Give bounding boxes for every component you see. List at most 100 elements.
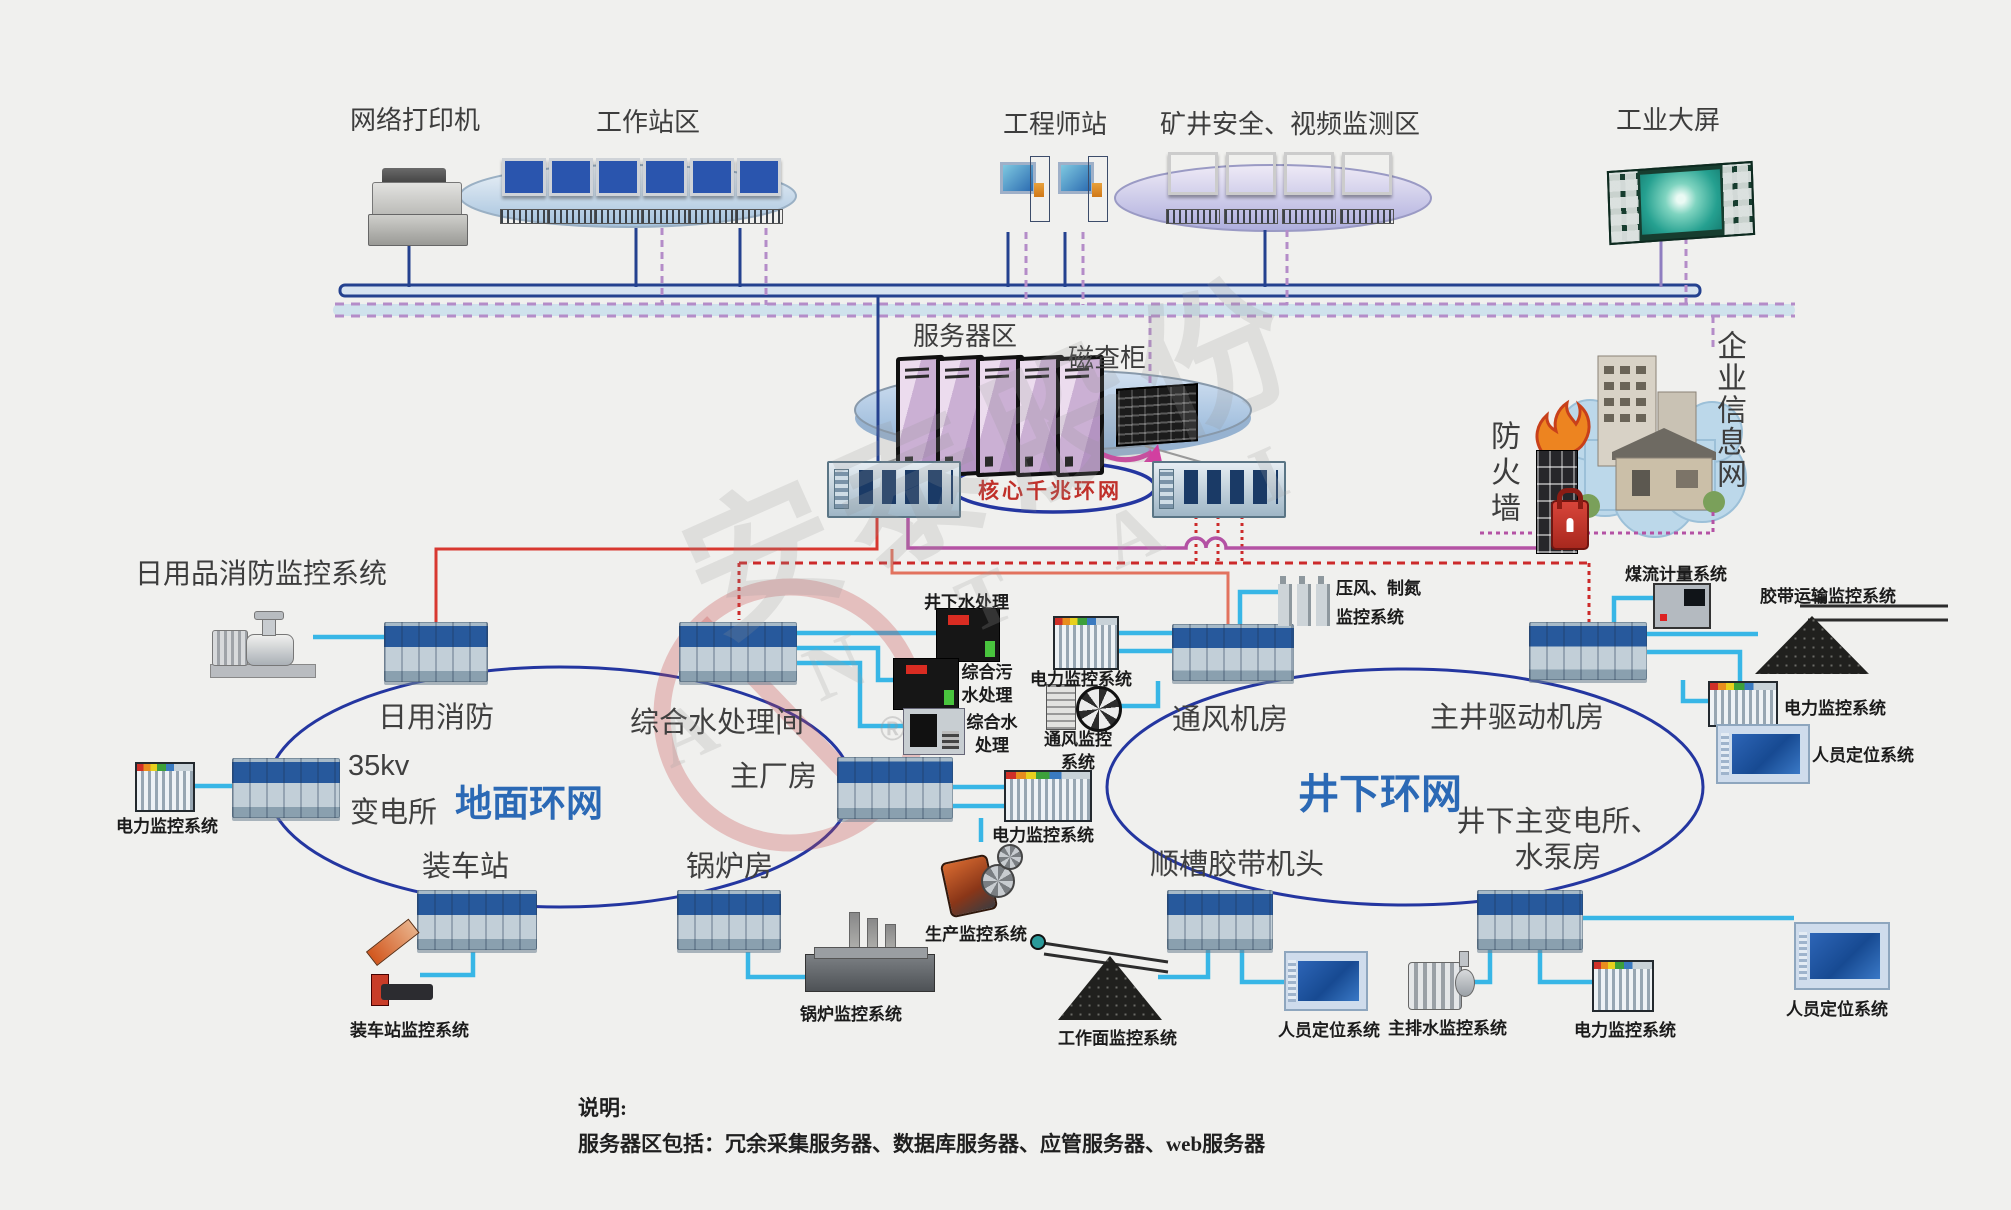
production-monitor-label: 生产监控系统 (925, 925, 1027, 944)
loading-monitor-label: 装车站监控系统 (350, 1021, 469, 1040)
production-machine-icon (939, 840, 1023, 919)
coal-flow-label: 煤流计量系统 (1625, 565, 1727, 584)
engineer-station-icon (1058, 156, 1110, 232)
substation-node-label: 变电所 (350, 797, 438, 829)
plc-fan-room (1172, 624, 1294, 681)
daily-fire-node-label: 日用消防 (378, 702, 495, 734)
safety-monitor-icon (1224, 152, 1278, 228)
workstation-monitor-icon (735, 158, 783, 230)
air-nitrogen-cylinders-icon (1278, 576, 1334, 626)
water-plant-node-label: 综合水处理间 (630, 707, 805, 739)
plc-35kv-substation (232, 758, 340, 818)
workstation-monitor-icon (594, 158, 642, 230)
personnel-screen-icon (1716, 724, 1810, 784)
underground-water-panel-icon (936, 608, 1000, 662)
personnel-label: 人员定位系统 (1278, 1021, 1380, 1040)
personnel-screen-icon (1284, 951, 1368, 1011)
power-monitor-label: 电力监控系统 (1574, 1021, 1676, 1040)
plc-daily-fire (384, 622, 488, 682)
kv-node-label: 35kv (348, 750, 410, 782)
underground-water-label: 井下水处理 (924, 593, 1009, 612)
mine-safety-label: 矿井安全、视频监测区 (1160, 109, 1421, 139)
workstation-monitor-icon (641, 158, 689, 230)
fan-line2: 系统 (1061, 752, 1095, 772)
plc-belt-head (1167, 890, 1273, 950)
safety-monitor-icon (1340, 152, 1394, 228)
belt-head-node-label: 顺槽胶带机头 (1150, 849, 1325, 881)
personnel-screen-icon (1794, 922, 1890, 990)
underground-ring-label: 井下环网 (1298, 771, 1462, 817)
device-drops (407, 228, 1715, 461)
engineer-station-icon (1000, 156, 1052, 232)
air-line1: 压风、制氮 (1336, 579, 1421, 598)
power-monitor-label: 电力监控系统 (116, 817, 218, 836)
loading-node-label: 装车站 (422, 851, 510, 883)
disk-cabinet-label: 磁查柜 (1068, 343, 1147, 373)
power-monitor-label: 电力监控系统 (992, 826, 1094, 845)
underground-ring-ellipse (1105, 667, 1705, 907)
disk-cabinet-icon (1116, 383, 1198, 447)
fan-line1: 通风监控 (1044, 730, 1112, 749)
personnel-label: 人员定位系统 (1812, 746, 1914, 765)
core-switch-right-icon (1152, 461, 1286, 518)
boiler-house-icon (805, 912, 935, 992)
workstation-monitor-icon (688, 158, 736, 230)
plc-boiler-room (677, 890, 781, 950)
power-monitor-rack-icon (135, 762, 195, 812)
industrial-big-screen-icon (1606, 160, 1756, 246)
fire-pump-icon (210, 598, 316, 678)
core-switch-left-icon (827, 461, 961, 518)
air-nitrogen-label: 压风、制氮 监控系统 (1336, 574, 1421, 628)
workstation-monitor-icon (500, 158, 548, 230)
water-line1: 综合水 (966, 713, 1018, 732)
power-monitor-rack-icon (1708, 681, 1778, 727)
power-monitor-rack-icon (1004, 770, 1092, 822)
printer-label: 网络打印机 (350, 105, 481, 135)
power-monitor-label: 电力监控系统 (1030, 670, 1132, 689)
ground-ring-label: 地面环网 (455, 783, 603, 824)
drainage-label: 主排水监控系统 (1388, 1019, 1507, 1038)
safety-monitor-icon (1166, 152, 1220, 228)
power-monitor-rack-icon (1592, 960, 1654, 1012)
server-area-label: 服务器区 (913, 321, 1018, 351)
main-shaft-node-label: 主井驱动机房 (1430, 702, 1605, 734)
workstation-monitor-icon (547, 158, 595, 230)
water-treatment-label: 综合水 处理 (966, 712, 1018, 758)
engineer-label: 工程师站 (1003, 109, 1108, 139)
fan-monitor-label: 通风监控 系统 (1040, 729, 1116, 775)
working-face-label: 工作面监控系统 (1058, 1029, 1177, 1048)
power-monitor-rack-icon (1053, 616, 1119, 670)
firewall-label: 防火墙 (1486, 420, 1519, 528)
water-treatment-device-icon (903, 708, 965, 755)
plc-underground-substation (1477, 890, 1583, 950)
firewall-lock-icon (1551, 500, 1589, 550)
backbone-buses (333, 283, 1795, 318)
conveyor-head-icon (1030, 934, 1046, 950)
plc-main-plant (837, 757, 953, 819)
plc-water-plant (679, 622, 797, 682)
flame-icon (1535, 399, 1591, 456)
plc-main-shaft (1529, 622, 1647, 680)
sewage-treatment-label: 综合污 水处理 (958, 662, 1016, 708)
note-title: 说明: (578, 1096, 627, 1120)
drain-pump-icon (1408, 951, 1475, 1010)
network-printer-icon (368, 168, 468, 246)
underground-substation-line1: 井下主变电所、 (1456, 806, 1660, 838)
note-body: 服务器区包括：冗余采集服务器、数据库服务器、应管服务器、web服务器 (578, 1132, 1266, 1156)
core-ring-label: 核心千兆环网 (978, 479, 1122, 503)
loading-machine-icon (365, 918, 437, 1008)
plc-loading-station (417, 890, 537, 950)
underground-substation-node-label: 井下主变电所、 水泵房 (1448, 804, 1668, 877)
workstations-label: 工作站区 (596, 107, 701, 137)
big-screen-label: 工业大屏 (1616, 105, 1721, 135)
coal-flow-meter-icon (1653, 583, 1711, 629)
boiler-monitor-label: 锅炉监控系统 (800, 1005, 902, 1024)
water-line2: 处理 (975, 735, 1009, 755)
enterprise-net-label: 企业信息网 (1712, 330, 1745, 490)
cyan-links (190, 589, 1794, 985)
sewage-line1: 综合污 (961, 663, 1013, 682)
boiler-node-label: 锅炉房 (686, 851, 774, 883)
fan-room-node-label: 通风机房 (1172, 704, 1289, 736)
